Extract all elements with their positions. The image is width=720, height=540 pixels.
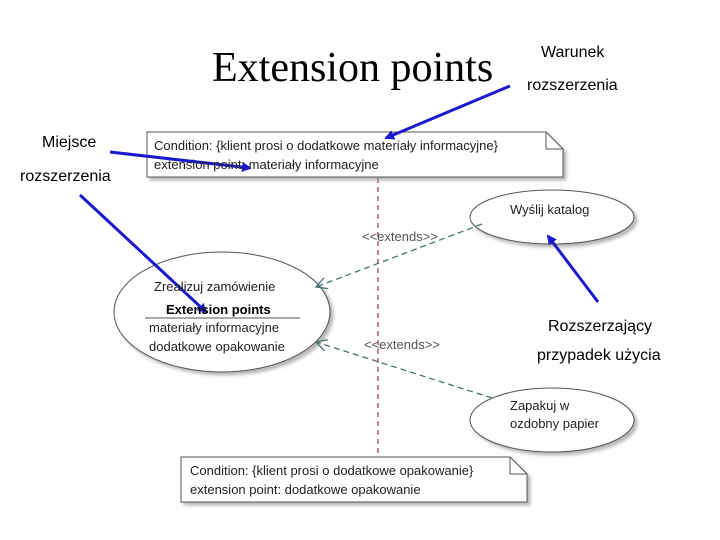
use-case-base-extension-points-header: Extension points [166,302,271,317]
use-case-wrap-name-line1: Zapakuj w [510,398,570,413]
bottom-note-shape [180,456,528,503]
extends-label: <<extends>> [364,337,440,352]
bottom-note-condition: Condition: {klient prosi o dodatkowe opa… [190,463,474,478]
extends-label: <<extends>> [362,229,438,244]
use-case-base-shape [113,251,331,373]
callout-condition-line1: Warunek [541,44,605,61]
top-note-condition: Condition: {klient prosi o dodatkowe mat… [154,138,498,153]
callout-extending-line2: przypadek użycia [537,347,661,364]
extension-point-item: dodatkowe opakowanie [149,339,285,354]
use-case-wrap-name-line2: ozdobny papier [510,416,599,431]
callout-location-line1: Miejsce [42,134,97,151]
use-case-catalog-shape [469,189,635,245]
callout-arrow-location-2 [78,193,208,314]
callout-arrow-condition [384,84,511,140]
top-note-extension-point: extension point: materiały informacyjne [154,157,379,172]
slide-title: Extension points [212,45,494,91]
callout-arrow-location [109,150,252,173]
callout-condition-line2: rozszerzenia [527,77,618,94]
callout-extending-line1: Rozszerzający [548,318,653,335]
bottom-note-extension-point: extension point: dodatkowe opakowanie [190,482,421,497]
callout-location-line2: rozszerzenia [20,168,111,185]
use-case-wrap-shape [469,387,635,453]
use-case-catalog-name: Wyślij katalog [510,202,590,217]
use-case-base-name: Zrealizuj zamówienie [154,279,276,294]
callout-arrow-extending [546,234,600,303]
extension-point-item: materiały informacyjne [149,320,280,335]
extends-wrap-line [316,342,493,399]
